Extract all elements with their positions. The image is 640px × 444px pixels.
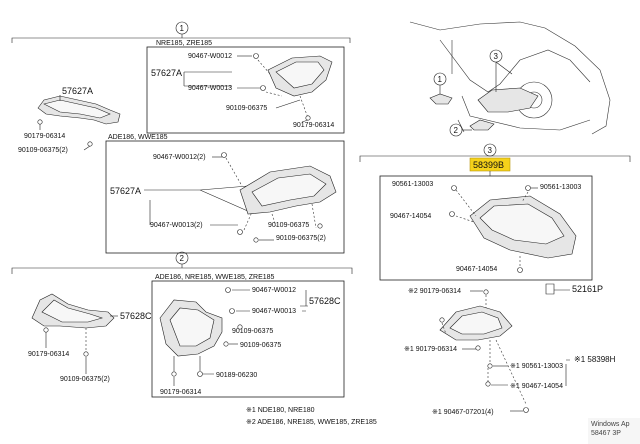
label-clip-left: 90179-06314	[24, 133, 65, 140]
part-57627A-box-b[interactable]	[239, 165, 337, 215]
label-bolt-g2-b: 90109-06375	[240, 342, 281, 349]
label-screw-b-g2: 90467-W0013	[252, 308, 296, 315]
label-screw-right-g3: ※1 90467-14054	[510, 383, 563, 390]
car-callout-2-number: 2	[454, 126, 459, 135]
part-57627A-left[interactable]	[37, 95, 121, 125]
label-screw-a-qty: 90467-W0012(2)	[153, 154, 206, 161]
watermark-line-1: Windows Ap	[591, 421, 630, 428]
label-58398H: ※1 58398H	[574, 355, 616, 364]
part-57628C-left[interactable]	[31, 293, 115, 329]
group3-box	[379, 175, 593, 281]
part-57627A-box-a[interactable]	[267, 55, 333, 97]
label-57628C-box: 57628C	[309, 296, 341, 306]
label-screw-b: 90467-W0013	[188, 85, 232, 92]
label-nut-52161P: 52161P	[572, 284, 603, 294]
label-clip-right-g3: ※1 90561-13003	[510, 363, 563, 370]
footnote-2: ※2 ADE186, NRE185, WWE185, ZRE185	[246, 419, 377, 426]
label-clip-box-a: 90179-06314	[293, 122, 334, 129]
label-bolt-left-g2: 90109-06375(2)	[60, 376, 110, 383]
part-57628C-box[interactable]	[159, 299, 223, 357]
callout-1-number: 1	[180, 24, 185, 33]
label-bolt-left: 90109-06375(2)	[18, 147, 68, 154]
callout-2-number: 2	[180, 254, 185, 263]
group1-box-a	[146, 46, 345, 134]
watermark-line-2: 58467 3P	[591, 430, 621, 437]
label-57627A-box-b: 57627A	[110, 186, 141, 196]
label-screw-a: 90467-W0012	[188, 53, 232, 60]
label-screw-bottom-g3: ※1 90467-07201(4)	[432, 409, 494, 416]
group2-box	[151, 280, 345, 398]
label-clip-g2: 90179-06314	[160, 389, 201, 396]
label-screw-g2: 90467-W0012	[252, 287, 296, 294]
footnotes: ※1 NDE180, NRE180 ※2 ADE186, NRE185, WWE…	[246, 407, 377, 426]
label-bolt-box-b-qty: 90109-06375(2)	[276, 235, 326, 242]
group-2: 2 57628C 90179-06314 90109-06375(2) ADE1…	[11, 251, 353, 398]
car-part-1[interactable]	[429, 93, 453, 105]
car-callout-1-number: 1	[438, 75, 443, 84]
label-screw-a-g3: 90467-14054	[390, 213, 431, 220]
label-bolt-box-b: 90109-06375	[268, 222, 309, 229]
car-part-2[interactable]	[469, 119, 495, 131]
label-clip-left-g3: ※2 90179-06314	[408, 288, 461, 295]
callout-3-number: 3	[488, 146, 493, 155]
label-58399B: 58399B	[473, 160, 504, 170]
group-3: 3 58399B 90561-13003 90561-13003 90467-1…	[359, 143, 631, 416]
label-clip-left2-g3: ※1 90179-06314	[404, 346, 457, 353]
label-clip-left-g2: 90179-06314	[28, 351, 69, 358]
group1-variant-a: NRE185, ZRE185	[156, 40, 212, 47]
label-bolt-box-a: 90109-06375	[226, 105, 267, 112]
label-clip-a-left: 90561-13003	[392, 181, 433, 188]
label-57627A-left: 57627A	[62, 86, 93, 96]
group1-box-b	[105, 140, 345, 254]
part-58398H[interactable]	[439, 305, 513, 341]
label-bolt-g2-a: 90109-06375	[232, 328, 273, 335]
footnote-1: ※1 NDE180, NRE180	[246, 407, 315, 414]
windows-activation-watermark: Windows Ap 58467 3P	[588, 418, 640, 444]
car-part-3[interactable]	[477, 87, 539, 113]
label-57628C-left: 57628C	[120, 311, 152, 321]
label-screw-b-g3: 90467-14054	[456, 266, 497, 273]
label-57627A-box-a: 57627A	[151, 68, 182, 78]
label-clip-a-right: 90561-13003	[540, 184, 581, 191]
part-58399B[interactable]	[469, 195, 577, 259]
label-nut-g2: 90189-06230	[216, 372, 257, 379]
car-callout-3-number: 3	[494, 52, 499, 61]
label-screw-b-qty: 90467-W0013(2)	[150, 222, 203, 229]
vehicle-overview: 3 1 2	[409, 21, 611, 137]
group2-variant: ADE186, NRE185, WWE185, ZRE185	[155, 274, 275, 281]
group1-variant-b: ADE186, WWE185	[108, 134, 168, 141]
group-1: 1 57627A 90179-06314 90109-06375(2) NRE1…	[11, 21, 351, 254]
